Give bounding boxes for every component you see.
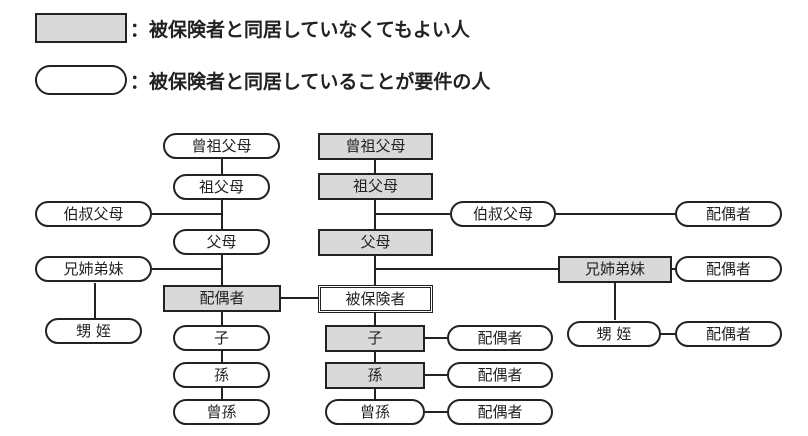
center-parents: 父母 xyxy=(318,229,433,256)
right-siblings-spouse: 配偶者 xyxy=(675,256,782,282)
right-child-spouse: 配偶者 xyxy=(447,325,553,351)
right-nephew-niece-spouse: 配偶者 xyxy=(675,321,782,347)
left-uncle-aunt: 伯叔父母 xyxy=(35,201,152,227)
left-child: 子 xyxy=(173,325,270,351)
legend-box-text: ：被保険者と同居していなくてもよい人 xyxy=(130,19,470,41)
left-great-grandchild: 曾孫 xyxy=(173,399,270,425)
right-siblings: 兄姉弟妹 xyxy=(558,256,672,283)
right-nephew-niece: 甥 姪 xyxy=(567,321,661,347)
right-great-grandchild-spouse: 配偶者 xyxy=(447,399,553,425)
center-insured: 被保険者 xyxy=(318,285,433,313)
left-spouse: 配偶者 xyxy=(163,285,281,312)
center-child: 子 xyxy=(325,325,425,352)
center-great-grandchild: 曾孫 xyxy=(325,399,425,425)
legend-box-swatch xyxy=(35,13,127,43)
left-grandchild: 孫 xyxy=(173,362,270,388)
right-uncle-aunt-spouse: 配偶者 xyxy=(675,201,782,227)
left-great-grandparents: 曾祖父母 xyxy=(163,133,280,159)
right-grandchild-spouse: 配偶者 xyxy=(447,362,553,388)
left-siblings: 兄姉弟妹 xyxy=(35,256,152,282)
left-nephew-niece: 甥 姪 xyxy=(45,318,142,344)
legend-oval-text: ：被保険者と同居していることが要件の人 xyxy=(130,71,491,93)
left-grandparents: 祖父母 xyxy=(173,174,270,200)
left-parents: 父母 xyxy=(173,229,270,255)
center-great-grandparents: 曾祖父母 xyxy=(318,133,433,160)
center-grandparents: 祖父母 xyxy=(318,173,433,200)
center-grandchild: 孫 xyxy=(325,362,425,389)
legend-oval-swatch xyxy=(35,65,127,95)
right-uncle-aunt: 伯叔父母 xyxy=(450,201,556,227)
